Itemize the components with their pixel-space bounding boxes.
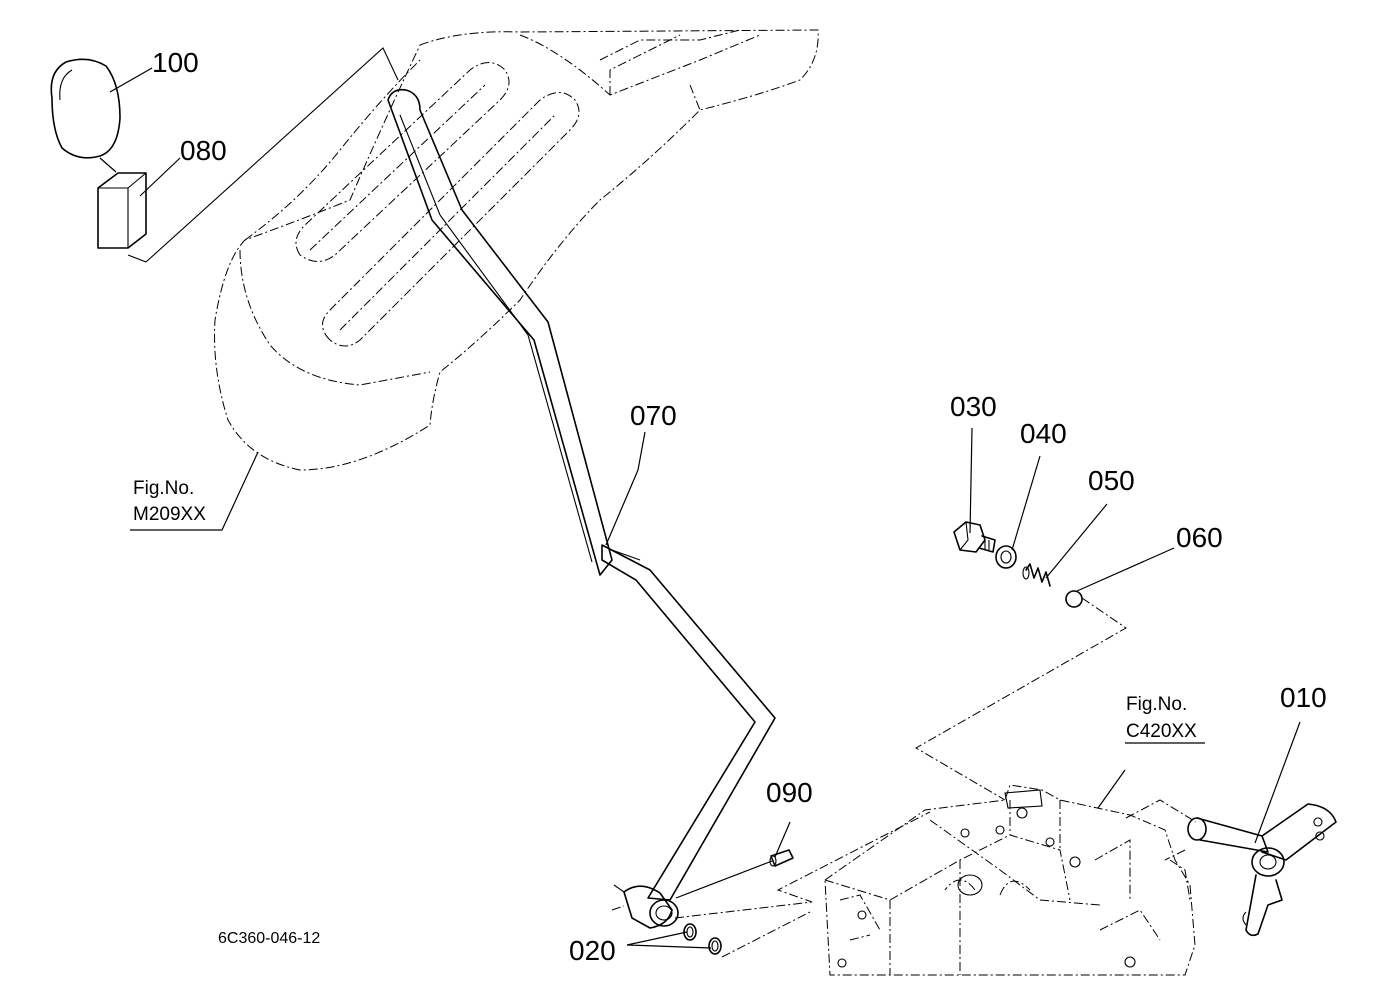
callout-080: 080 bbox=[180, 135, 227, 166]
callout-060: 060 bbox=[1176, 522, 1223, 553]
callout-070: 070 bbox=[630, 400, 677, 431]
reference-lines bbox=[611, 597, 1197, 958]
callout-040: 040 bbox=[1020, 418, 1067, 449]
knob-part bbox=[50, 58, 121, 159]
callout-100: 100 bbox=[152, 47, 199, 78]
callout-leaders bbox=[109, 67, 1301, 949]
shifter-shaft-part bbox=[1187, 803, 1337, 937]
transmission-case-phantom bbox=[824, 784, 1196, 976]
callout-010: 010 bbox=[1280, 682, 1327, 713]
diagram-code: 6C360-046-12 bbox=[218, 930, 320, 947]
fig-ref-label-1: Fig.No. bbox=[133, 478, 194, 499]
detent-assembly-parts bbox=[953, 521, 1083, 608]
callout-050: 050 bbox=[1088, 465, 1135, 496]
fig-ref-code-1: M209XX bbox=[133, 504, 206, 525]
fig-ref-code-2: C420XX bbox=[1126, 721, 1197, 742]
callout-020: 020 bbox=[569, 935, 616, 966]
callout-030: 030 bbox=[950, 391, 997, 422]
callout-090: 090 bbox=[766, 777, 813, 808]
shift-lever-part bbox=[387, 88, 776, 929]
insert-part bbox=[97, 172, 147, 249]
pin-part bbox=[769, 849, 794, 867]
fig-ref-label-2: Fig.No. bbox=[1126, 694, 1187, 715]
fender-phantom bbox=[214, 29, 819, 471]
o-ring-parts bbox=[683, 923, 722, 955]
